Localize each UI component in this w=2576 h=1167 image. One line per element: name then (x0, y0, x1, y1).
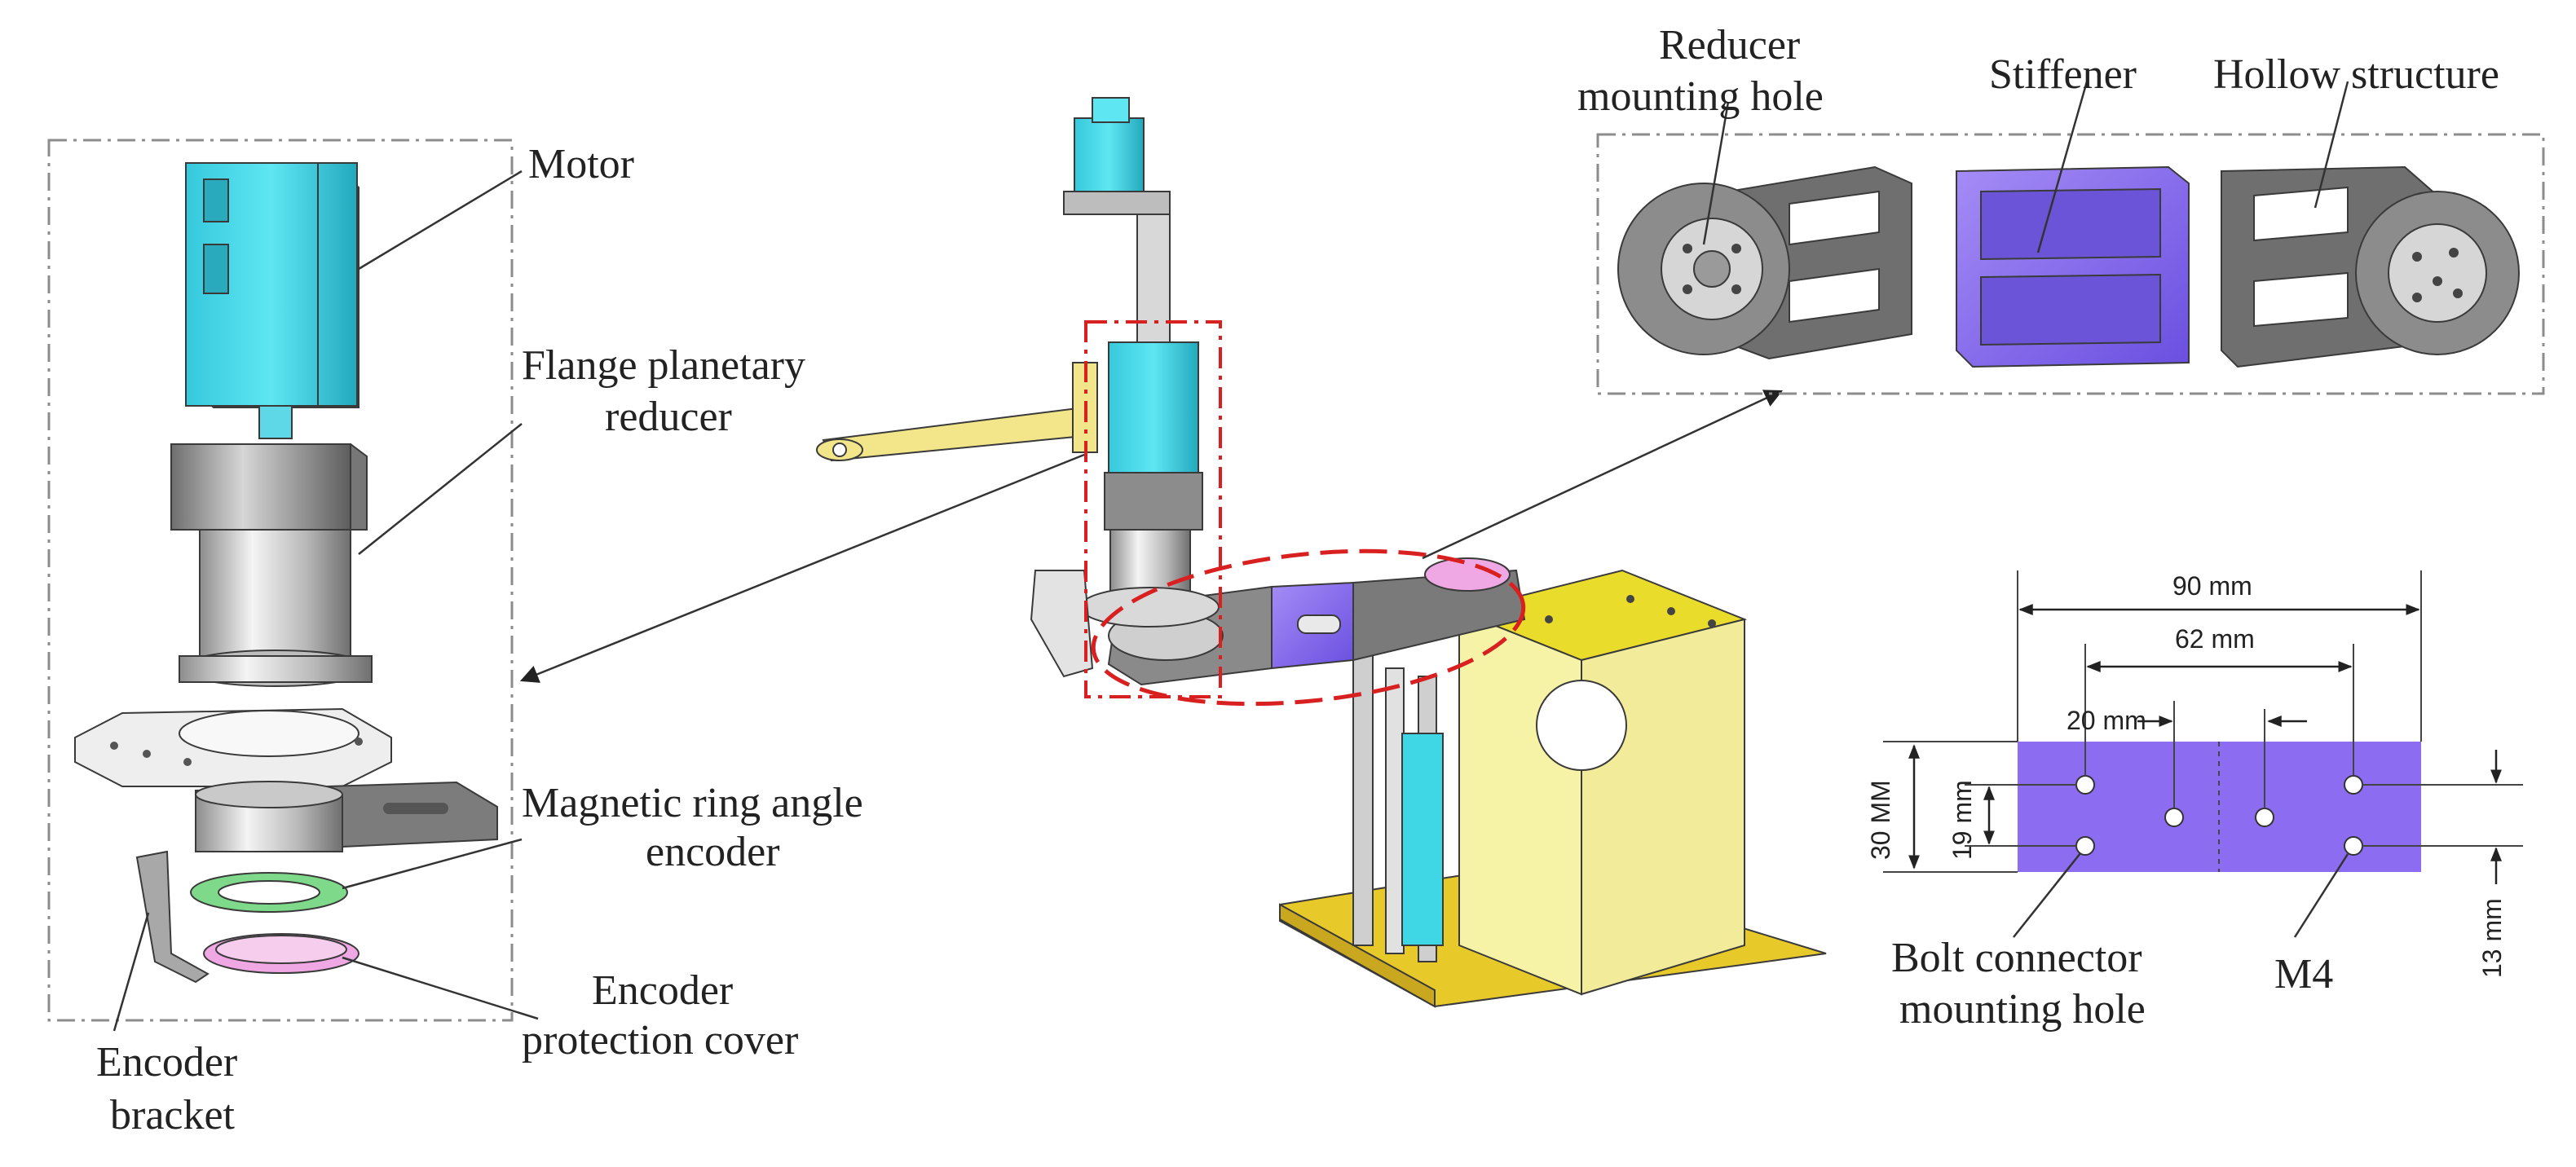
components-frame (1596, 133, 2545, 395)
link-components-view: Reducer mounting hole Stiffener Hollow s… (1577, 22, 2545, 395)
arrow-to-exploded-view (519, 453, 1085, 683)
stiffener-label: Stiffener (1989, 51, 2137, 98)
dim-20-label: 20 mm (2067, 706, 2146, 735)
magnetic-encoder-label-1: Magnetic ring angle (522, 780, 863, 826)
cover-leader (342, 956, 539, 1020)
reducer-link-part (1617, 165, 1912, 360)
column-frame (1352, 651, 1444, 962)
vertical-joint-column (1030, 97, 1220, 678)
flange-reducer-label-1: Flange planetary (522, 342, 805, 389)
flange-reducer-label-2: reducer (605, 394, 732, 440)
bolt-connector-label-1: Bolt connector (1891, 935, 2142, 981)
hollow-leader (2314, 81, 2349, 209)
red-highlight-box (1084, 320, 1222, 698)
dim-19-label: 19 mm (1947, 780, 1977, 860)
bracket-leader (112, 912, 150, 1032)
hole-top-left (2075, 775, 2095, 795)
encoder-cover-label-1: Encoder (592, 967, 733, 1014)
dim-62-label: 62 mm (2175, 624, 2255, 654)
yellow-arm (816, 362, 1098, 462)
stiffener-leader (2036, 81, 2089, 253)
arrow-to-link-details (1422, 390, 1784, 560)
exploded-view-frame (47, 139, 514, 1022)
assembled-robot-view (519, 97, 1827, 1008)
hole-bottom-right (2344, 836, 2363, 856)
arm-link-part (195, 781, 498, 852)
dim-90-label: 90 mm (2172, 571, 2252, 601)
dim-30-label: 30 MM (1866, 780, 1895, 860)
encoder-bracket-label-2: bracket (110, 1092, 236, 1138)
hollow-structure-label: Hollow structure (2213, 51, 2499, 98)
bolt-hole-leader (2013, 852, 2081, 938)
motor-label: Motor (528, 141, 634, 187)
reducer-leader (358, 423, 523, 555)
magnetic-encoder-label-2: encoder (646, 829, 780, 875)
hole-center-right (2255, 808, 2274, 827)
hole-center-left (2164, 808, 2184, 827)
encoder-bracket-label-1: Encoder (96, 1039, 237, 1086)
mounting-plate-part (74, 707, 392, 787)
motor-leader (358, 170, 523, 271)
exploded-assembly-view: Motor Flange planetary reducer Magnetic … (47, 139, 863, 1138)
stiffener-part (1956, 165, 2190, 368)
reducer-hole-label-2: mounting hole (1577, 73, 1824, 120)
reducer-hole-leader (1702, 101, 1730, 245)
flange-reducer-part (170, 443, 373, 687)
hole-top-right (2344, 775, 2363, 795)
hollow-link-part (2221, 165, 2520, 368)
dim-13-label: 13 mm (2477, 898, 2507, 978)
magnetic-leader (342, 838, 523, 890)
hole-bottom-left (2075, 836, 2095, 856)
red-highlight-ellipse (1091, 548, 1526, 707)
bolt-connector-label-2: mounting hole (1899, 986, 2146, 1033)
dimension-drawing: 90 mm 62 mm 20 mm 30 MM 19 mm 13 mm Bolt… (1866, 570, 2523, 1033)
motor-part (185, 162, 359, 439)
reducer-hole-label-1: Reducer (1659, 22, 1800, 68)
encoder-cover-label-2: protection cover (522, 1017, 798, 1064)
m4-leader (2293, 853, 2349, 938)
encoder-parts (135, 850, 359, 984)
m4-label: M4 (2274, 951, 2333, 997)
yellow-enclosure (1456, 569, 1748, 996)
